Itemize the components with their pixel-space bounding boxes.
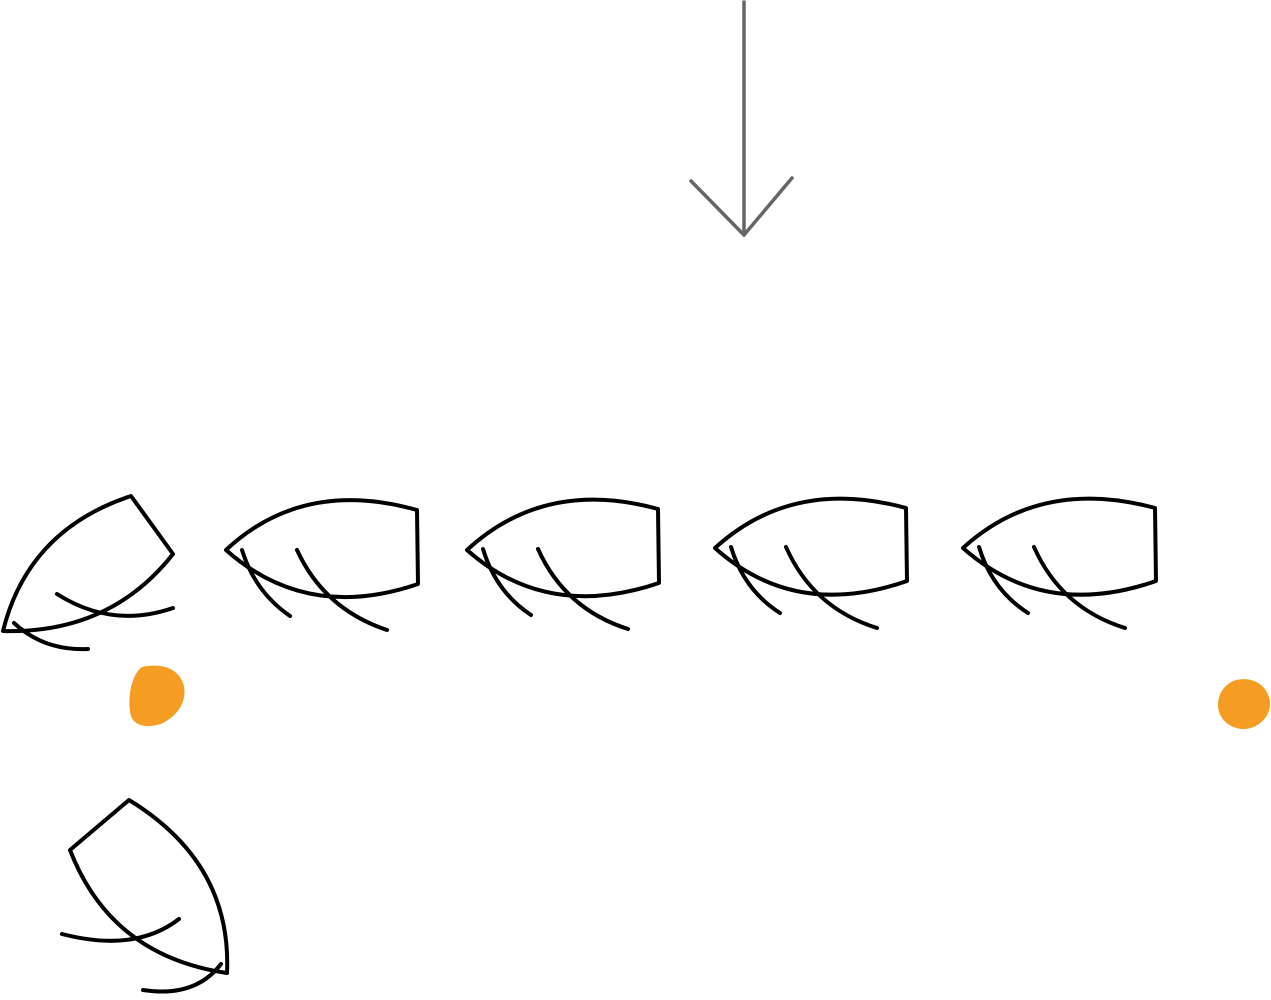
boat-sail	[729, 545, 782, 615]
boat-sail	[977, 545, 1030, 615]
wind-arrow-icon	[689, 0, 794, 237]
boat-sail	[60, 917, 181, 943]
boat-hull	[1, 494, 175, 634]
boat-sail	[784, 545, 879, 630]
boat-4	[713, 496, 909, 630]
boat-sail	[12, 621, 90, 652]
boat-hull	[961, 496, 1158, 597]
boat-sail	[55, 592, 175, 618]
wind-arrow-head	[689, 176, 794, 237]
boat-sail	[536, 547, 630, 631]
boat-sail	[141, 962, 223, 994]
boat-sail	[295, 548, 389, 632]
boat-hull	[224, 498, 420, 600]
mark-1	[129, 665, 185, 727]
boat-5	[961, 496, 1158, 630]
mark-2	[1217, 679, 1271, 730]
boat-sail	[1032, 545, 1127, 630]
boat-hull	[713, 496, 909, 597]
boat-hull	[68, 798, 230, 975]
boat-1	[1, 494, 175, 652]
boat-2	[224, 498, 420, 632]
boat-sail	[481, 547, 533, 617]
boat-sail	[240, 548, 292, 618]
boat-3	[465, 497, 661, 631]
boat-hull	[465, 497, 661, 599]
boat-6	[60, 798, 230, 994]
